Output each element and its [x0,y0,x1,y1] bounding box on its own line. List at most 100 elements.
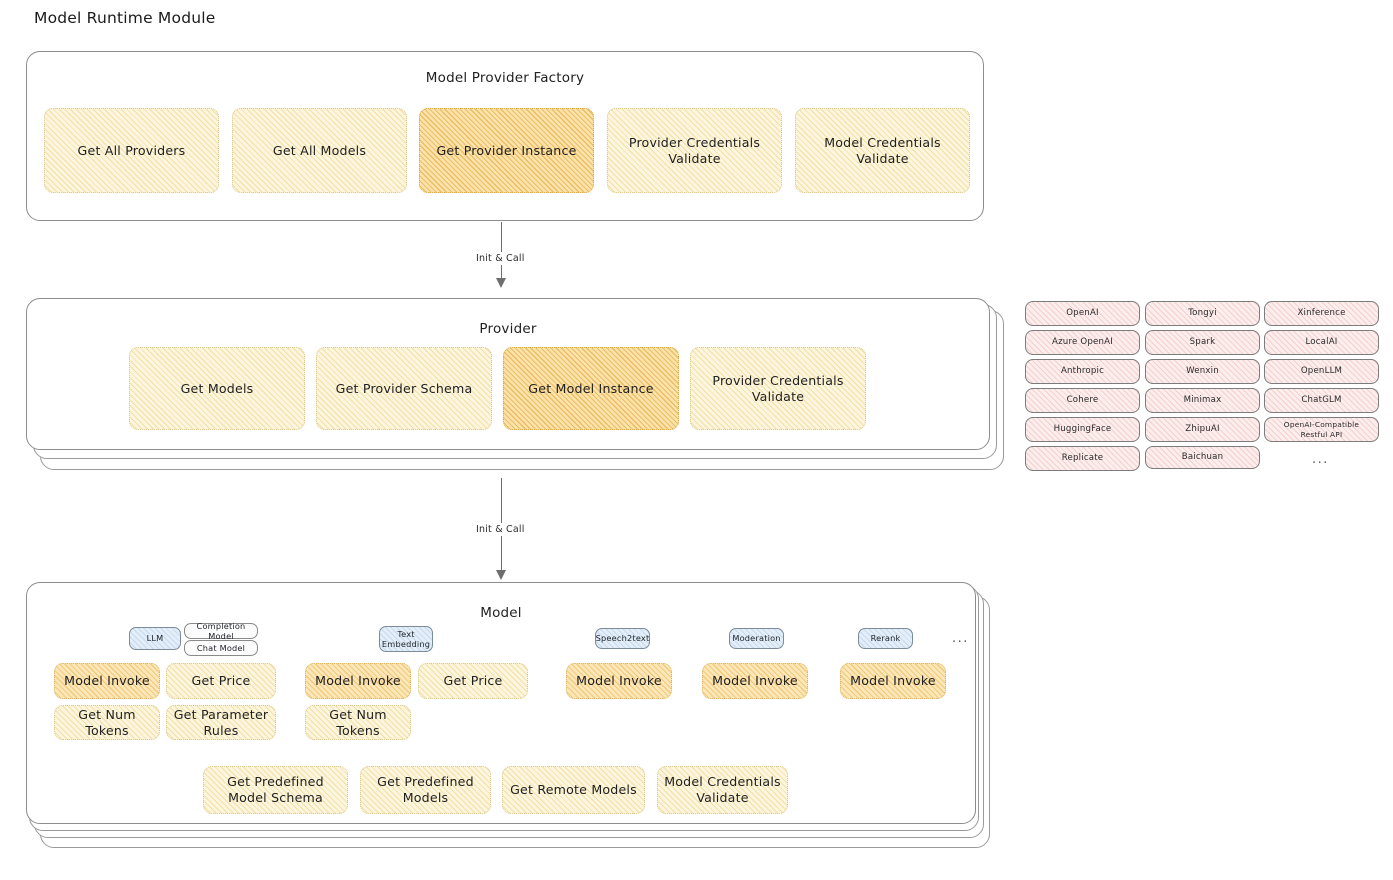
node-label: Get Provider Instance [436,142,577,158]
model-type-label: Speech2text [595,633,650,644]
provider-chip-label: OpenAI [1066,308,1099,319]
provider-chip-label: HuggingFace [1053,424,1112,435]
node-get-predefined-model-schema[interactable]: Get Predefined Model Schema [203,766,348,814]
node-label: Get Num Tokens [78,706,136,738]
node-label: Get Models [180,380,254,396]
provider-chip-anthropic[interactable]: Anthropic [1025,359,1140,384]
provider-chip-spark[interactable]: Spark [1145,330,1260,355]
provider-chip-cohere[interactable]: Cohere [1025,388,1140,413]
provider-chip-label: Tongyi [1188,308,1217,319]
provider-chip-label: OpenAI-Compatible Restful API [1283,420,1360,439]
node-label: Provider Credentials Validate [628,134,761,166]
provider-list-more: ... [1312,452,1329,467]
node-text-embedding-get-price[interactable]: Get Price [418,663,528,699]
provider-chip-localai[interactable]: LocalAI [1264,330,1379,355]
node-label: Model Invoke [64,673,150,689]
node-moderation-model-invoke[interactable]: Model Invoke [702,663,808,699]
provider-chip-azure-openai[interactable]: Azure OpenAI [1025,330,1140,355]
provider-chip-label: Cohere [1066,395,1099,406]
node-get-predefined-models[interactable]: Get Predefined Models [360,766,491,814]
model-types-more: ... [952,631,969,646]
node-label: Get Remote Models [510,782,637,798]
node-get-provider-instance[interactable]: Get Provider Instance [419,108,594,193]
node-model-credentials-validate[interactable]: Model Credentials Validate [795,108,970,193]
node-label: Model Invoke [712,673,798,689]
node-label: Get All Providers [77,142,186,158]
node-label: Get Provider Schema [335,380,473,396]
node-text-embedding-get-num-tokens[interactable]: Get Num Tokens [305,705,411,740]
node-label: Model Invoke [576,673,662,689]
node-speech2text-model-invoke[interactable]: Model Invoke [566,663,672,699]
provider-chip-label: OpenLLM [1300,366,1343,377]
provider-chip-label: ChatGLM [1301,395,1342,406]
node-rerank-model-invoke[interactable]: Model Invoke [840,663,946,699]
provider-chip-huggingface[interactable]: HuggingFace [1025,417,1140,442]
model-provider-factory-title: Model Provider Factory [425,70,585,86]
node-get-all-providers[interactable]: Get All Providers [44,108,219,193]
node-label: Get Predefined Models [377,774,474,805]
model-subtype-chat-model[interactable]: Chat Model [184,640,258,656]
model-type-label: Text Embedding [381,628,431,649]
model-type-speech2text[interactable]: Speech2text [595,628,650,649]
provider-chip-openllm[interactable]: OpenLLM [1264,359,1379,384]
node-llm-model-invoke[interactable]: Model Invoke [54,663,160,699]
node-get-remote-models[interactable]: Get Remote Models [502,766,645,814]
model-type-text-embedding[interactable]: Text Embedding [379,626,433,652]
node-label: Model Credentials Validate [824,134,941,166]
node-llm-get-parameter-rules[interactable]: Get Parameter Rules [166,705,276,740]
model-container: Model [26,582,976,824]
node-label: Get Price [443,673,503,689]
model-type-label: Moderation [732,633,781,644]
provider-chip-baichuan[interactable]: Baichuan [1145,446,1260,469]
model-subtype-completion-model[interactable]: Completion Model [184,620,258,641]
arrow-label-init-call-1: Init & Call [472,252,529,265]
model-type-label: Rerank [870,633,901,644]
node-get-all-models[interactable]: Get All Models [232,108,407,193]
provider-chip-zhipuai[interactable]: ZhipuAI [1145,417,1260,442]
provider-chip-replicate[interactable]: Replicate [1025,446,1140,471]
provider-chip-label: LocalAI [1305,337,1338,348]
model-subtype-label: Chat Model [196,642,246,653]
node-label: Get All Models [272,142,367,158]
provider-chip-label: Replicate [1061,453,1104,464]
node-provider-credentials-validate[interactable]: Provider Credentials Validate [607,108,782,193]
node-label: Get Model Instance [528,380,654,396]
provider-chip-label: ZhipuAI [1185,424,1220,435]
page-title: Model Runtime Module [34,9,216,27]
provider-chip-label: Spark [1189,337,1216,348]
arrow-label-init-call-2: Init & Call [472,523,529,536]
provider-chip-minimax[interactable]: Minimax [1145,388,1260,413]
provider-chip-label: Baichuan [1181,452,1224,463]
node-llm-get-num-tokens[interactable]: Get Num Tokens [54,705,160,740]
node-model-credentials-validate-3[interactable]: Model Credentials Validate [657,766,788,814]
model-type-label: LLM [146,633,164,644]
provider-chip-xinference[interactable]: Xinference [1264,301,1379,326]
provider-chip-chatglm[interactable]: ChatGLM [1264,388,1379,413]
node-get-model-instance[interactable]: Get Model Instance [503,347,679,430]
node-label: Model Invoke [315,673,401,689]
node-llm-get-price[interactable]: Get Price [166,663,276,699]
node-label: Get Price [191,673,251,689]
model-type-llm[interactable]: LLM [129,627,181,650]
provider-chip-label: Xinference [1297,308,1346,319]
provider-chip-tongyi[interactable]: Tongyi [1145,301,1260,326]
provider-chip-openai[interactable]: OpenAI [1025,301,1140,326]
model-type-moderation[interactable]: Moderation [729,628,784,649]
node-label: Get Parameter Rules [173,706,269,738]
node-text-embedding-model-invoke[interactable]: Model Invoke [305,663,411,699]
node-get-models[interactable]: Get Models [129,347,305,430]
provider-chip-wenxin[interactable]: Wenxin [1145,359,1260,384]
provider-chip-label: Azure OpenAI [1052,337,1113,348]
node-get-provider-schema[interactable]: Get Provider Schema [316,347,492,430]
model-type-rerank[interactable]: Rerank [858,628,913,649]
provider-chip-openai-compatible-restful-api[interactable]: OpenAI-Compatible Restful API [1264,417,1379,442]
provider-chip-label: Anthropic [1060,366,1105,377]
node-label: Model Invoke [850,673,936,689]
node-label: Get Predefined Model Schema [227,774,324,805]
provider-title: Provider [479,321,537,337]
model-subtype-label: Completion Model [196,620,246,641]
model-title: Model [480,605,522,621]
node-provider-credentials-validate-2[interactable]: Provider Credentials Validate [690,347,866,430]
provider-chip-label: Minimax [1183,395,1222,406]
